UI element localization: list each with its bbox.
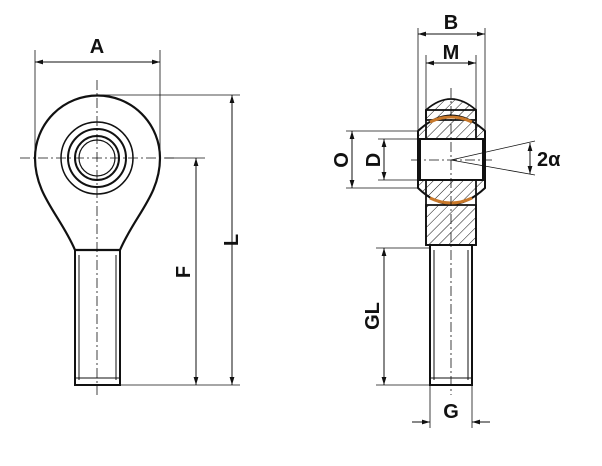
side-view: 2α B M O D GL G [331, 12, 561, 428]
front-view: A L F [20, 36, 243, 395]
label-l: L [221, 234, 243, 246]
label-b: B [444, 12, 458, 34]
shank [74, 249, 121, 386]
housing-outline [33, 94, 162, 252]
label-angle: 2α [537, 149, 561, 171]
label-o: O [331, 152, 353, 168]
liner-top [429, 115, 473, 124]
label-f: F [173, 266, 195, 278]
label-g: G [443, 401, 459, 423]
label-a: A [90, 36, 104, 58]
label-gl: GL [362, 302, 384, 330]
label-m: M [443, 42, 460, 64]
label-d: D [363, 153, 385, 167]
